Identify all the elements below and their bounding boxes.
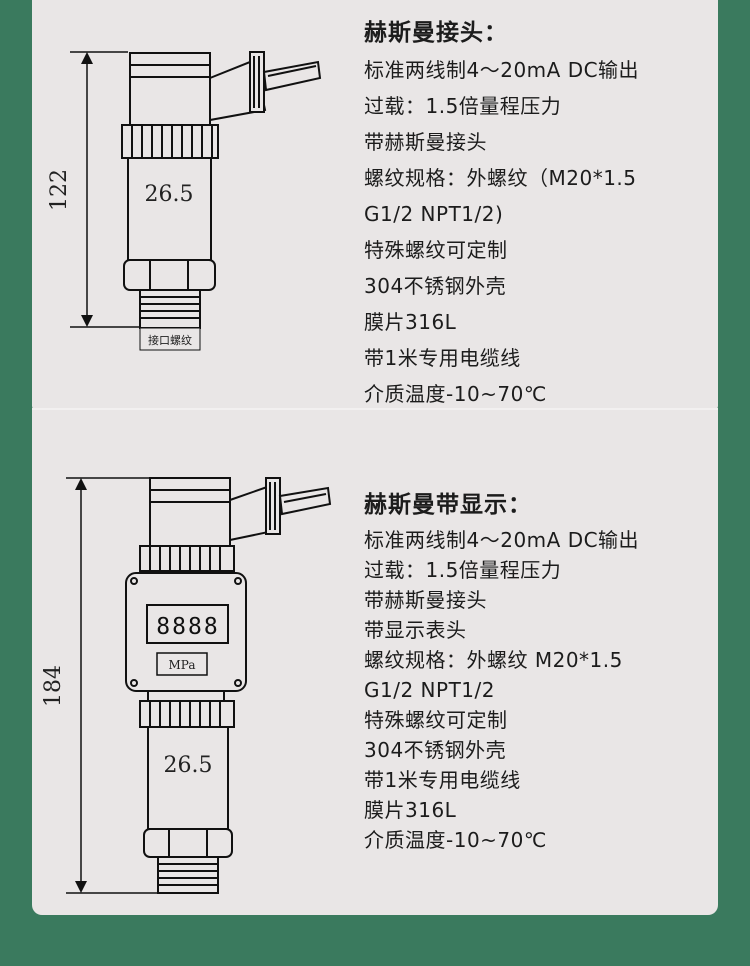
sensor2-height-label: 184	[41, 665, 66, 707]
spec-thread-alt: G1/2 NPT1/2	[364, 678, 495, 702]
sensor1-spec-list: 赫斯曼接头： 标准两线制4～20mA DC输出 过载：1.5倍量程压力 带赫斯曼…	[364, 14, 639, 412]
sensor2-body-dimension: 26.5	[164, 753, 213, 778]
spec-diaphragm: 膜片316L	[364, 798, 457, 822]
spec-output: 标准两线制4～20mA DC输出	[364, 58, 640, 82]
spec-thread-alt: G1/2 NPT1/2)	[364, 202, 504, 226]
spec-connector: 带赫斯曼接头	[364, 588, 487, 612]
spec-custom-thread: 特殊螺纹可定制	[364, 238, 508, 262]
sensor1-height-label: 122	[47, 169, 72, 211]
spec-diaphragm: 膜片316L	[364, 310, 457, 334]
spec-display: 带显示表头	[364, 618, 467, 642]
spec-housing: 304不锈钢外壳	[364, 274, 507, 298]
sensor2-spec-list: 赫斯曼带显示： 标准两线制4～20mA DC输出 过载：1.5倍量程压力 带赫斯…	[364, 485, 639, 855]
spec-overload: 过载：1.5倍量程压力	[364, 94, 562, 118]
spec-temperature: 介质温度-10~70℃	[364, 382, 547, 406]
spec-cable: 带1米专用电缆线	[364, 768, 521, 792]
thread-interface-label: 接口螺纹	[148, 333, 192, 347]
spec-overload: 过载：1.5倍量程压力	[364, 558, 562, 582]
spec-housing: 304不锈钢外壳	[364, 738, 507, 762]
sensor1-title: 赫斯曼接头：	[364, 20, 508, 46]
spec-thread: 螺纹规格：外螺纹 M20*1.5	[364, 648, 623, 672]
sensor2-title: 赫斯曼带显示：	[364, 492, 532, 518]
spec-custom-thread: 特殊螺纹可定制	[364, 708, 508, 732]
spec-thread: 螺纹规格：外螺纹（M20*1.5	[364, 166, 637, 190]
mpa-unit-label: MPa	[169, 658, 196, 672]
sensor1-body-dimension: 26.5	[145, 182, 194, 207]
spec-connector: 带赫斯曼接头	[364, 130, 487, 154]
spec-temperature: 介质温度-10~70℃	[364, 828, 547, 852]
spec-cable: 带1米专用电缆线	[364, 346, 521, 370]
spec-output: 标准两线制4～20mA DC输出	[364, 528, 640, 552]
digital-display-readout: 8888	[156, 614, 219, 640]
card-divider	[32, 408, 718, 410]
